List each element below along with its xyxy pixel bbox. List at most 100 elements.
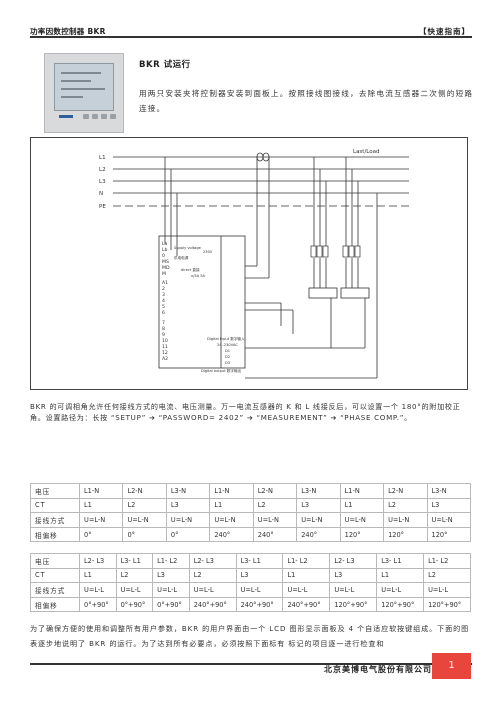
table-cell: L3-N [296,483,341,499]
terminal-label: A2 [162,356,168,362]
row-header-cell: 接线方式 [30,512,80,528]
row-header-cell: 电压 [30,553,80,569]
table-cell: L1 [78,497,124,514]
supply-label: Supply voltage [174,246,202,250]
table-cell: L2 [423,567,471,584]
table-cell: L1- L2 [423,553,471,569]
table-cell: U=L-L [188,582,237,598]
table-cell: L1-N [209,483,254,499]
supply-voltage: 230V [203,250,213,254]
bus-label-l2: L2 [99,167,106,173]
page-number-badge: 1 [432,653,471,679]
table-cell: L1 [376,567,425,584]
table-cell: U=L-N [122,512,167,528]
table-cell: U=L-L [115,582,154,598]
section-text: 用两只安装夹将控制器安装到面板上。按照接线图接线，去除电流互感器二次侧的短路连接… [139,89,474,113]
table-cell: L2- L3 [329,553,378,569]
table-cell: L1- L2 [282,553,331,569]
table-cell: L1 [339,497,385,514]
terminal-label: MS [162,259,169,265]
table-cell: L2- L3 [79,553,117,569]
table-cell: L1-N [78,483,124,499]
load-label: Last/Load [353,149,380,155]
row-header-cell: 电压 [30,483,80,499]
terminal-label: 9 [162,332,165,338]
header-guide-label: 【快速指南】 [419,27,470,36]
table-cell: L2 [383,497,428,514]
table-cell: U=L-L [376,582,425,598]
table-cell: U=L-N [296,512,341,528]
direct-label: direct 直接 [181,267,200,272]
terminal-label: La [162,241,168,247]
digital-output-label: Digital output 数字输出 [201,368,242,373]
table-cell: U=L-N [383,512,428,528]
terminal-label: 2 [162,286,165,292]
row-header-cell: CT [30,497,80,514]
table-cell: 240° [296,526,341,543]
terminal-label: 8 [162,326,165,332]
digital-input-label: Digital Input 数字输入 [207,336,245,341]
table-cell: U=L-L [152,582,190,598]
device-key [92,114,98,119]
bus-label-n: N [99,191,103,197]
table-cell: 0° [165,526,211,543]
table-cell: U=L-N [165,512,211,528]
table-cell: L3 [296,497,341,514]
table-cell: L2- L3 [188,553,237,569]
table-cell: 0°+90° [79,596,117,613]
terminal-label: 7 [162,320,165,326]
table-cell: 120° [426,526,471,543]
table-cell: 120° [339,526,385,543]
table-cell: L3-N [165,483,211,499]
table-cell: U=L-L [329,582,378,598]
table-cell: L2 [115,567,154,584]
table-cell: 240°+90° [282,596,331,613]
row-header-cell: 相偏移 [30,526,80,543]
terminal-label: 10 [162,338,168,344]
table-cell: L1-N [339,483,385,499]
relay-d3: D3 [225,361,230,365]
bus-label-l1: L1 [99,155,106,161]
table-cell: L3- L1 [235,553,284,569]
table-cell: 240°+90° [188,596,237,613]
phase-compensation-note: BKR 的可调相角允许任何接线方式的电流、电压测量。万一电流互感器的 K 和 L… [30,402,461,422]
table-cell: 0° [122,526,167,543]
table-cell: L1 [79,567,117,584]
header-rule [30,36,472,38]
table-cell: 120°+90° [376,596,425,613]
ct-rating: x/5A 5A [191,274,206,278]
table-cell: 120°+90° [329,596,378,613]
table-cell: 120° [383,526,428,543]
device-logo [59,115,73,118]
terminal-label: 3 [162,292,165,298]
bus-label-pe: PE [99,204,106,210]
device-lcd [54,63,114,111]
header-title: 功率因数控制器 BKR [30,27,106,36]
page-header: 功率因数控制器 BKR 【快速指南】 [0,0,496,38]
table-cell: 240° [209,526,254,543]
table-cell: U=L-L [282,582,331,598]
table-cell: 240° [252,526,298,543]
table-cell: L2 [252,497,298,514]
footer-company: 北京美博电气股份有限公司 [324,665,432,674]
table-cell: L2 [122,497,167,514]
device-key [101,114,107,119]
input-voltage: 24..230VAC [217,343,238,347]
terminal-label: M [162,271,166,277]
table-cell: L1- L2 [152,553,190,569]
terminal-label: 6 [162,310,165,316]
table-cell: L3 [235,567,284,584]
row-header-cell: 相偏移 [30,596,80,613]
table-cell: 0° [78,526,124,543]
relay-d1: D1 [225,349,230,353]
terminal-label: Lb [162,247,168,253]
table-cell: L3 [329,567,378,584]
